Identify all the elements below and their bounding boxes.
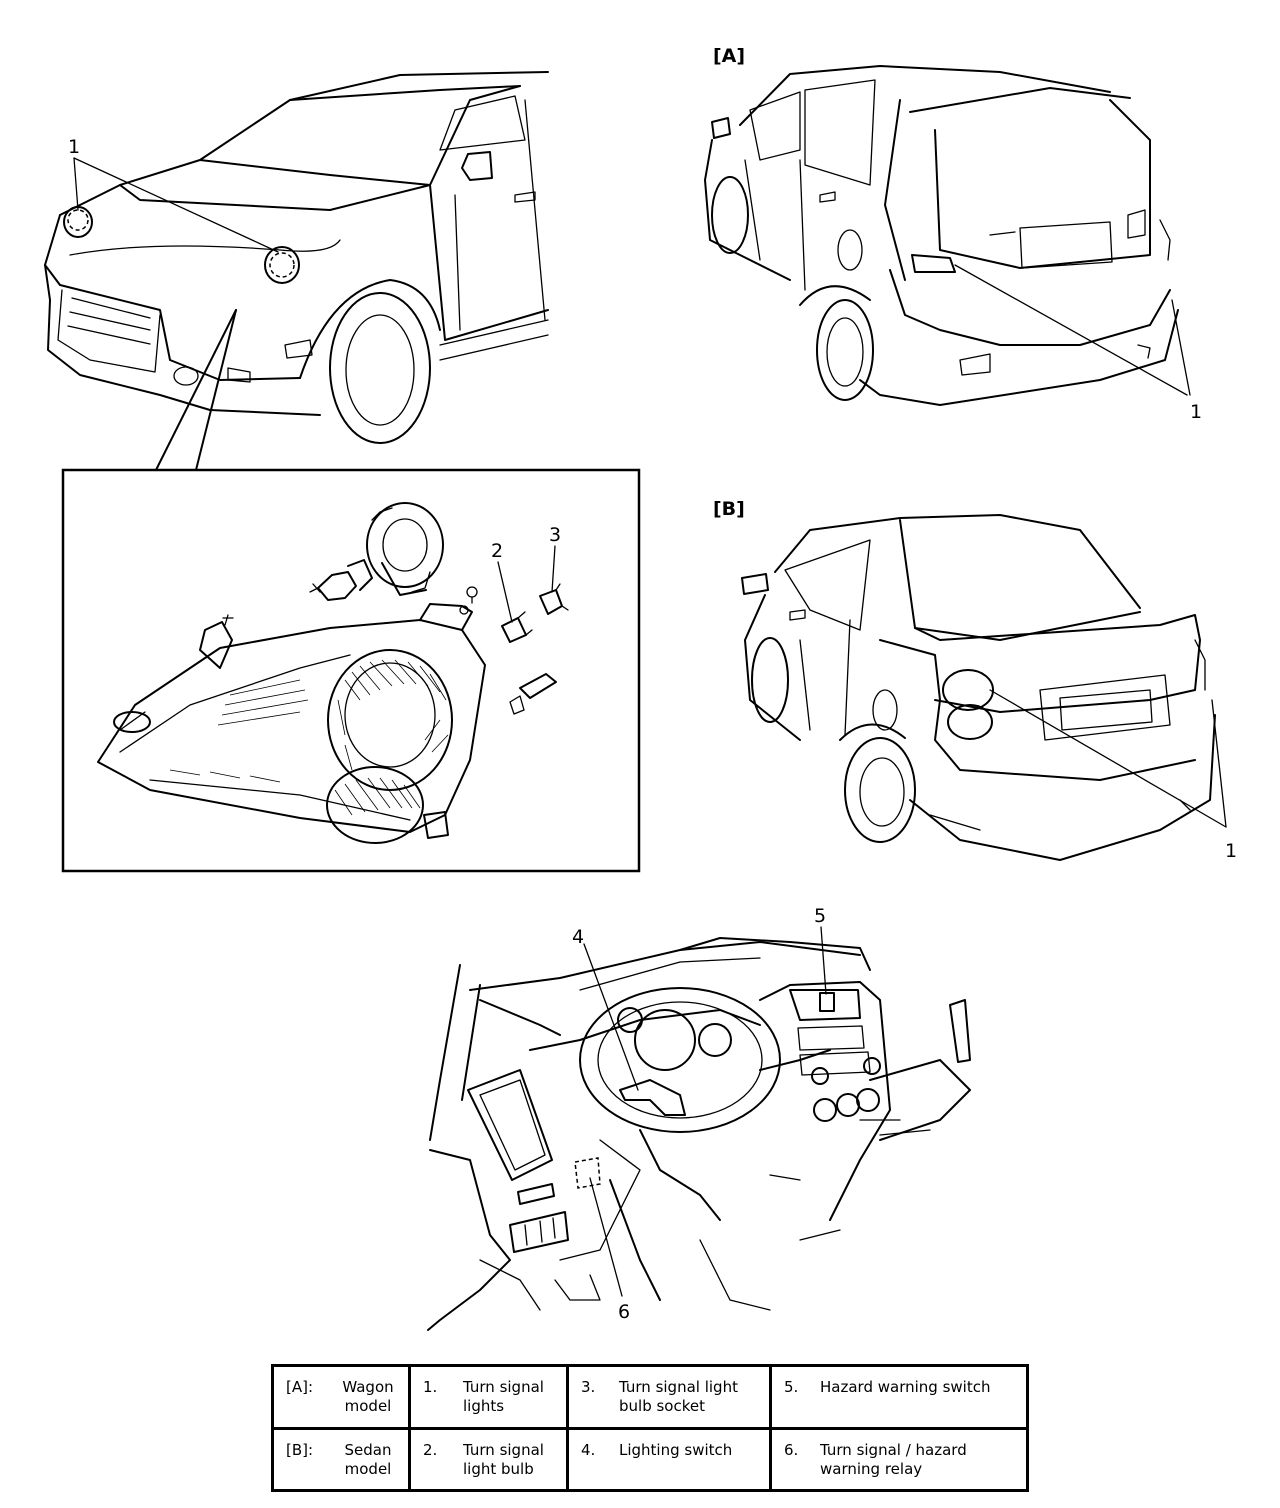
callout-5-hazard-switch: 5 bbox=[814, 905, 826, 927]
callout-1-sedan: 1 bbox=[1225, 840, 1237, 862]
legend-key: 5. bbox=[784, 1378, 799, 1396]
legend-text: Turn signal light bulb bbox=[463, 1440, 544, 1478]
legend-cell: 4. Lighting switch bbox=[566, 1426, 772, 1492]
diagram-artwork: 1 bbox=[44, 45, 1237, 1331]
headlamp-exploded-illustration bbox=[97, 502, 569, 844]
legend-cell: [A]: Wagon model bbox=[271, 1364, 411, 1430]
legend-row: [A]: Wagon model 1. Turn signal lights 3. T… bbox=[271, 1364, 1029, 1430]
legend-cell: [B]: Sedan model bbox=[271, 1426, 411, 1492]
legend-key: 3. bbox=[581, 1378, 596, 1396]
callout-1-front: 1 bbox=[68, 136, 80, 158]
view-label-wagon: [A] bbox=[713, 45, 745, 67]
legend-text: Turn signal lights bbox=[463, 1378, 544, 1415]
wagon-rear-illustration bbox=[704, 65, 1191, 406]
legend-key: [B]: bbox=[286, 1440, 314, 1459]
legend-key: 4. bbox=[581, 1440, 596, 1459]
legend-key: [A]: bbox=[286, 1378, 314, 1396]
legend-key: 2. bbox=[423, 1440, 438, 1459]
sedan-rear-illustration bbox=[741, 514, 1227, 861]
legend-key: 6. bbox=[784, 1440, 799, 1459]
legend-cell: 1. Turn signal lights bbox=[408, 1364, 569, 1430]
legend-row: [B]: Sedan model 2. Turn signal light bulb… bbox=[271, 1426, 1029, 1492]
legend-cell: 5. Hazard warning switch bbox=[769, 1364, 1029, 1430]
callout-4-lighting-switch: 4 bbox=[572, 926, 584, 948]
legend-text: Hazard warning switch bbox=[820, 1378, 991, 1396]
legend-cell: 3. Turn signal light bulb socket bbox=[566, 1364, 772, 1430]
front-car-illustration bbox=[44, 71, 549, 471]
legend-text: Sedan model bbox=[344, 1440, 392, 1478]
legend-key: 1. bbox=[423, 1378, 438, 1396]
legend-cell: 2. Turn signal light bulb bbox=[408, 1426, 569, 1492]
legend-text: Wagon model bbox=[342, 1378, 394, 1415]
callout-1-wagon: 1 bbox=[1190, 401, 1202, 423]
callout-3-socket: 3 bbox=[549, 524, 561, 546]
view-label-sedan: [B] bbox=[713, 498, 745, 520]
callout-2-bulb: 2 bbox=[491, 540, 503, 562]
legend-text: Turn signal / hazard warning relay bbox=[820, 1440, 967, 1478]
legend-cell: 6. Turn signal / hazard warning relay bbox=[769, 1426, 1029, 1492]
dashboard-illustration bbox=[427, 926, 971, 1331]
callout-6-relay: 6 bbox=[618, 1301, 630, 1323]
legend-table: [A]: Wagon model 1. Turn signal lights 3. T… bbox=[271, 1364, 1029, 1492]
legend-text: Lighting switch bbox=[619, 1440, 733, 1459]
legend-text: Turn signal light bulb socket bbox=[619, 1378, 738, 1415]
headlamp-inset-frame bbox=[61, 468, 641, 873]
